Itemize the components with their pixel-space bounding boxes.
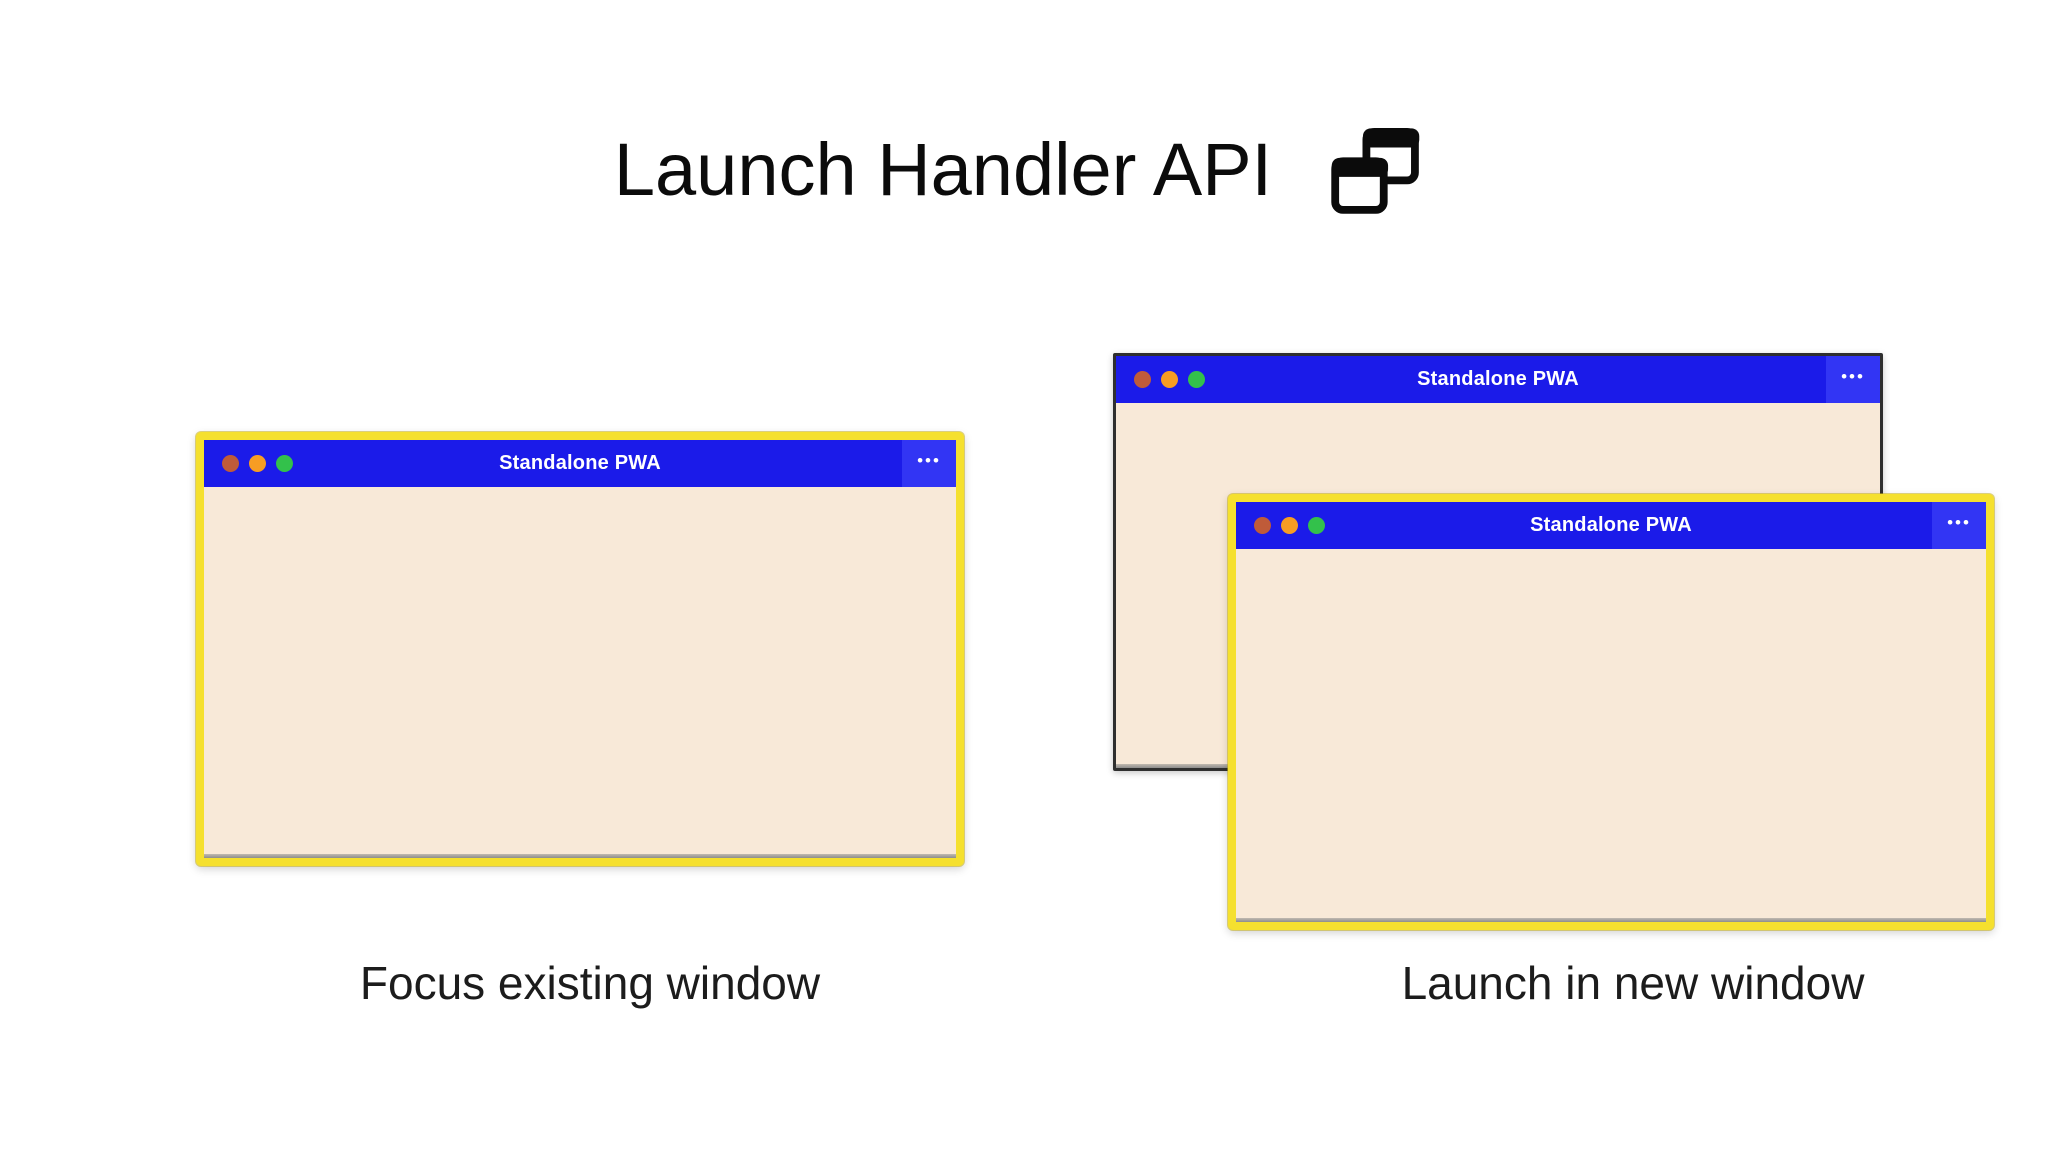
minimize-button[interactable] — [1281, 517, 1298, 534]
window-title: Standalone PWA — [1530, 514, 1692, 536]
menu-button[interactable]: ••• — [902, 440, 956, 487]
window-title: Standalone PWA — [1417, 368, 1579, 390]
close-button[interactable] — [1134, 371, 1151, 388]
window-new-launched: Standalone PWA ••• — [1228, 494, 1994, 930]
traffic-lights — [1254, 502, 1325, 549]
page-header: Launch Handler API — [0, 118, 2048, 222]
menu-button[interactable]: ••• — [1932, 502, 1986, 549]
overlapping-windows-icon — [1331, 127, 1420, 214]
close-button[interactable] — [222, 455, 239, 472]
maximize-button[interactable] — [276, 455, 293, 472]
minimize-button[interactable] — [249, 455, 266, 472]
page-title: Launch Handler API — [613, 128, 1273, 211]
titlebar[interactable]: Standalone PWA ••• — [204, 440, 956, 490]
caption-launch-in-new-window: Launch in new window — [1401, 957, 1865, 1009]
menu-button[interactable]: ••• — [1826, 356, 1880, 403]
window-title: Standalone PWA — [499, 452, 661, 474]
maximize-button[interactable] — [1188, 371, 1205, 388]
window-content — [1236, 549, 1986, 922]
titlebar[interactable]: Standalone PWA ••• — [1116, 356, 1880, 406]
minimize-button[interactable] — [1161, 371, 1178, 388]
window-content — [204, 487, 956, 858]
ellipsis-icon: ••• — [1841, 367, 1865, 386]
window-focused-existing: Standalone PWA ••• — [196, 432, 964, 866]
titlebar[interactable]: Standalone PWA ••• — [1236, 502, 1986, 552]
caption-focus-existing-window: Focus existing window — [359, 957, 821, 1009]
ellipsis-icon: ••• — [1947, 513, 1971, 532]
traffic-lights — [222, 440, 293, 487]
maximize-button[interactable] — [1308, 517, 1325, 534]
ellipsis-icon: ••• — [917, 451, 941, 470]
close-button[interactable] — [1254, 517, 1271, 534]
traffic-lights — [1134, 356, 1205, 403]
